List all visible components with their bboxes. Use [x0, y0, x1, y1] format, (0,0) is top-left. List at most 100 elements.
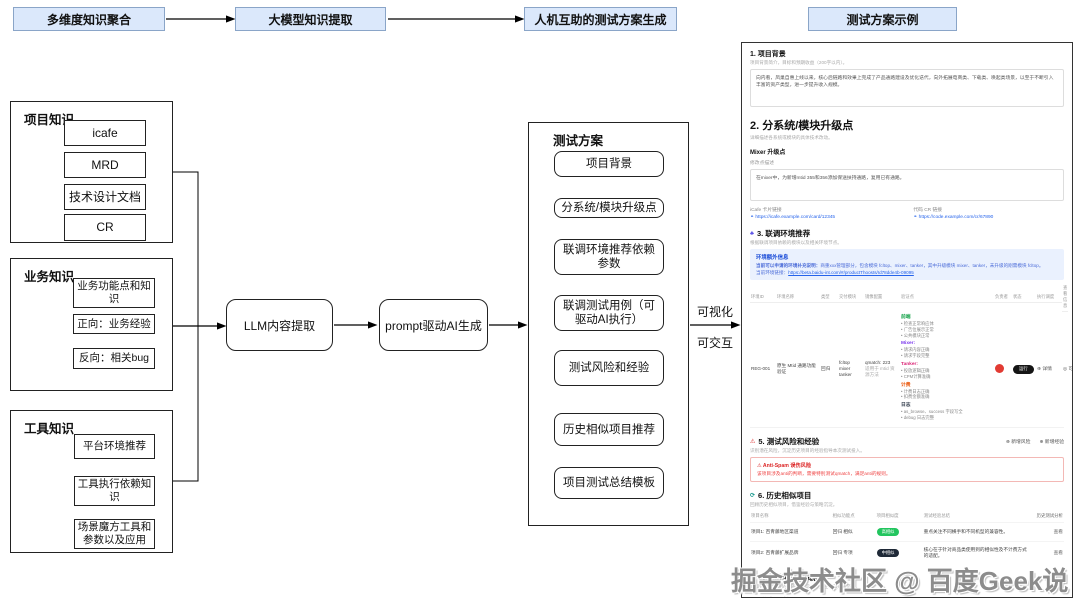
- similar-column-header: 项目名称: [751, 512, 769, 518]
- arrow-label-interactive: 可交互: [697, 336, 734, 350]
- similarity-badge: 高相似: [876, 527, 900, 536]
- preview-s2-subtitle: 详细描述各系统或模块的具体技术改动。: [750, 135, 833, 140]
- env-info-box: 环境额外信息 当前可以申请的环境补充说明：商重xxx管理部分，包含模块 fclt…: [750, 249, 1064, 280]
- env-column-header: 状态: [1012, 292, 1036, 303]
- owner-status-dot-icon[interactable]: [995, 363, 1004, 373]
- knowledge-item[interactable]: CR: [64, 214, 146, 241]
- knowledge-item[interactable]: 业务功能点和知识: [73, 278, 155, 308]
- similar-project-row: 项目1: 百青藤地区渠道回归 相似高相似重点关注不同横手和不同机型的兼容性。查看: [750, 521, 1064, 541]
- risk-warning-body: 该项目涉及anti的判断，需要特别测试qmatch，满足anti的规则。: [757, 470, 891, 476]
- env-visual-cell[interactable]: ◎ 可视 ⊕: [1062, 363, 1073, 376]
- group-tool-knowledge: 工具知识 平台环境推荐工具执行依赖知识场景魔方工具和参数以及应用: [10, 410, 173, 553]
- checkpoint-item: • 广告位展示正常: [901, 326, 934, 332]
- env-column-header: 交付模块: [838, 292, 864, 303]
- run-status-pill[interactable]: 运行: [1013, 364, 1034, 374]
- env-column-header: 环境名称: [776, 292, 820, 303]
- env-status-cell[interactable]: 运行: [1012, 362, 1036, 377]
- group-title: 工具知识: [24, 422, 75, 436]
- checkpoint-item: • 请求内容正确: [901, 347, 930, 353]
- env-name-cell: 原生 Mtid 通路功能验证: [777, 363, 816, 375]
- knowledge-item[interactable]: MRD: [64, 152, 146, 178]
- test-plan-item[interactable]: 历史相似项目推荐: [554, 413, 664, 446]
- flow-step-plan-example[interactable]: 测试方案示例: [808, 7, 957, 31]
- view-link[interactable]: 查看: [1053, 549, 1063, 555]
- knowledge-item[interactable]: 工具执行依赖知识: [74, 476, 155, 506]
- process-llm-content-extract[interactable]: LLM内容提取: [226, 299, 333, 351]
- similar-column-header: 项目相似度: [876, 512, 899, 518]
- knowledge-item[interactable]: icafe: [64, 120, 146, 146]
- checkpoint-item: • CPM计算准确: [901, 373, 931, 379]
- env-info-line1: 当前可以申请的环境补充说明：商重xxx管理部分，包含模块 fcltop、mixe…: [756, 263, 1058, 270]
- preview-s3-heading: ♣ 3. 联调环境推荐: [750, 228, 1064, 239]
- similar-summary: 核心在于针对商品类使用到的相似性及不计费方式的适配。: [923, 546, 1027, 558]
- icafe-link-col: iCafe 卡片链接 ⚭ https://icafe.example.com/c…: [750, 206, 901, 220]
- test-plan-item[interactable]: 联调环境推荐依赖参数: [554, 239, 664, 275]
- link-url-text: https://icafe.example.com/card/12345: [755, 215, 836, 220]
- similar-project-row: 项目2: 百青藤扩展品牌回归 专项中相似核心在于针对商品类使用到的相似性及不计费…: [750, 540, 1064, 564]
- cr-link-label: 代码 CR 链接: [913, 208, 943, 213]
- similar-table-header: 项目名称相似功能点项目相似度测试经验总结历史测试分析: [750, 510, 1064, 522]
- preview-s3-subtitle: 根据联调项目依赖的模块以及相关环境节点。: [750, 240, 842, 245]
- checkpoint-item: • 检查正常响应体: [901, 321, 934, 326]
- test-plan-item[interactable]: 项目背景: [554, 151, 664, 177]
- flow-step-llm-extraction[interactable]: 大模型知识提取: [235, 7, 386, 31]
- similar-project-name: 项目2: 百青藤扩展品牌: [751, 549, 799, 555]
- cr-link[interactable]: ⚭ https://code.example.com/cr/67890: [913, 215, 1064, 220]
- test-plan-item[interactable]: 联调测试用例（可驱动AI执行）: [554, 295, 664, 331]
- test-plan-item[interactable]: 项目测试总结模板: [554, 467, 664, 499]
- group-title: 业务知识: [24, 270, 75, 284]
- arrow-label-visualizable: 可视化: [697, 305, 734, 319]
- process-prompt-ai-generate[interactable]: prompt驱动AI生成: [379, 299, 488, 351]
- preview-s5-title: 5. 测试风险和经验: [758, 436, 820, 446]
- add-risk-button[interactable]: ⊕ 新增风险: [1005, 439, 1031, 445]
- preview-s3-title: 3. 联调环境推荐: [756, 229, 811, 238]
- preview-s2-title: 2. 分系统/模块升级点: [750, 120, 854, 132]
- env-type-cell: 回归: [821, 366, 831, 372]
- checkpoint-item: • debug 日志完整: [901, 414, 935, 420]
- knowledge-item[interactable]: 平台环境推荐: [74, 434, 155, 459]
- env-owner-cell[interactable]: [994, 361, 1012, 378]
- add-experience-button[interactable]: ⊕ 新增经验: [1039, 439, 1064, 445]
- test-plan-item[interactable]: 分系统/模块升级点: [554, 198, 664, 218]
- knowledge-item[interactable]: 场景魔方工具和参数以及应用: [74, 519, 155, 549]
- knowledge-item[interactable]: 技术设计文档: [64, 184, 146, 210]
- similar-column-header: 相似功能点: [832, 512, 855, 518]
- preview-s5-subtitle: 识别潜在风险，沉淀历史项目的经验指导本次测试投入。: [750, 447, 865, 453]
- visualize-button[interactable]: ◎ 可视 ⊕: [1063, 366, 1073, 372]
- checkpoint-item: • as_browse、success 字段写全: [901, 409, 963, 415]
- flow-step-human-ai-plan[interactable]: 人机互助的测试方案生成: [524, 7, 677, 31]
- cluster-icon: ♣: [750, 230, 754, 237]
- similar-points: 回归 相似: [832, 528, 853, 534]
- env-detail-cell[interactable]: ⊕ 详情: [1036, 363, 1062, 376]
- icafe-link-label: iCafe 卡片链接: [750, 208, 782, 213]
- env-info-line1-text: 商重xxx管理部分，包含模块 fcltop、mixer、tanker，其中升级模…: [820, 263, 1044, 268]
- preview-desc-label: 修改点描述: [750, 161, 774, 166]
- env-column-header: 负责者: [994, 292, 1012, 303]
- flow-step-knowledge-aggregation[interactable]: 多维度知识聚合: [13, 7, 165, 31]
- knowledge-item[interactable]: 反向：相关bug: [73, 348, 155, 369]
- env-link[interactable]: https://beta.baidu-int.com/#/productThoo…: [788, 269, 914, 275]
- preview-desc-body: 在mixer中，为新增mtid 355和356添加保送扶持通路，复用已有通路。: [750, 169, 1064, 201]
- similar-column-header: 测试经验总结: [923, 512, 951, 518]
- flow-step-label: 测试方案示例: [846, 12, 919, 27]
- test-plan-item[interactable]: 测试风险和经验: [554, 350, 664, 386]
- plan-preview-panel: 1. 项目背景 项目背景简介，目标和预期收益（200字以内）。 向内看，凤巢自惠…: [741, 42, 1073, 598]
- icafe-link[interactable]: ⚭ https://icafe.example.com/card/12345: [750, 215, 901, 220]
- risk-warning-title: ⚠ Anti-Spam 误伤风险: [757, 462, 812, 469]
- group-title: 项目知识: [24, 113, 75, 127]
- flow-step-label: 多维度知识聚合: [46, 12, 131, 27]
- preview-s6-title: 6. 历史相似项目: [758, 490, 812, 500]
- detail-button[interactable]: ⊕ 详情: [1037, 366, 1052, 372]
- test-plan-title: 测试方案: [553, 134, 604, 148]
- similar-project-name: 项目1: 百青藤地区渠道: [751, 528, 799, 534]
- preview-mixer-title: Mixer 升级点: [750, 150, 786, 156]
- knowledge-item[interactable]: 正向：业务经验: [73, 314, 155, 334]
- checkpoint-group-name: 前端: [901, 315, 911, 320]
- view-link[interactable]: 查看: [1053, 528, 1063, 534]
